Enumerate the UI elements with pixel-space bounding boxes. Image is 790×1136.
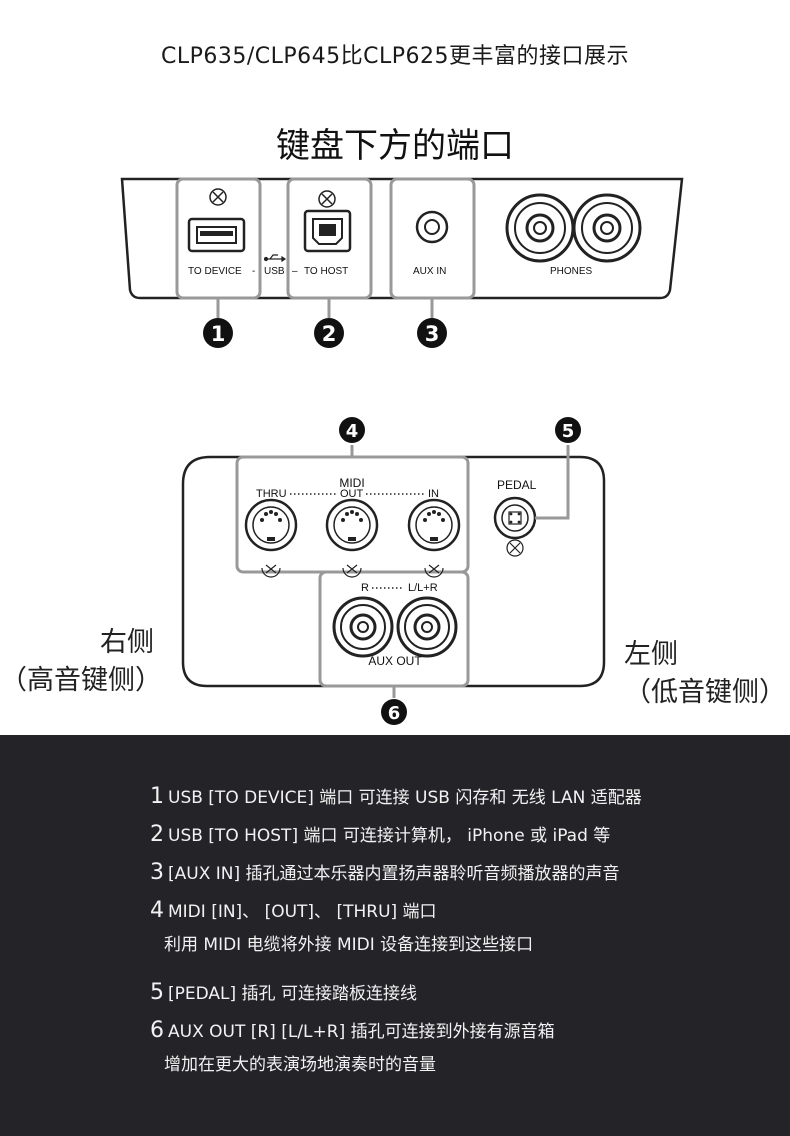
marker-5: 5 [555, 417, 581, 443]
description-item: 3 [AUX IN] 插孔通过本乐器内置扬声器聆听音频播放器的声音 [150, 860, 620, 885]
usb-label: USB [264, 266, 285, 277]
pedal-label: PEDAL [497, 478, 537, 492]
top-panel-title: 键盘下方的端口 [276, 126, 514, 166]
right-side-label: 右侧 [100, 627, 154, 658]
aux-out-r-jack-icon [332, 596, 394, 658]
description-panel [0, 735, 790, 1136]
screw-icon [209, 188, 227, 206]
marker-6: 6 [381, 699, 407, 725]
right-side-sub-label: （高音键侧） [0, 665, 162, 696]
thru-label: THRU [256, 488, 287, 500]
usb-symbol-icon [263, 254, 287, 263]
screw-icon [424, 564, 444, 578]
screw-icon [318, 190, 336, 208]
description-detail: 增加在更大的表演场地演奏时的音量 [164, 1055, 436, 1075]
svg-text:3: 3 [425, 322, 440, 346]
aux-out-label: AUX OUT [368, 654, 422, 668]
aux-out-l-jack-icon [396, 596, 458, 658]
midi-thru-socket-icon [244, 498, 298, 552]
in-label: IN [428, 488, 439, 500]
to-device-label: TO DEVICE [188, 266, 242, 277]
svg-text:1: 1 [211, 322, 226, 346]
marker-1: 1 [203, 318, 233, 348]
left-side-sub-label: （低音键侧） [624, 677, 786, 708]
description-item: 6 AUX OUT [R] [L/L+R] 插孔可连接到外接有源音箱 [150, 1018, 555, 1043]
midi-out-socket-icon [325, 498, 379, 552]
svg-text:2: 2 [322, 322, 337, 346]
aux-in-jack-icon [415, 210, 449, 244]
bottom-panel-outline [181, 455, 606, 688]
r-label: R [361, 582, 369, 594]
screw-icon [261, 564, 281, 578]
usb-a-port-icon [187, 217, 246, 253]
midi-label: MIDI [339, 476, 364, 490]
midi-in-socket-icon [407, 498, 461, 552]
description-item: 5 [PEDAL] 插孔 可连接踏板连接线 [150, 980, 417, 1005]
out-label: OUT [340, 488, 364, 500]
marker-4: 4 [339, 417, 365, 443]
svg-text:–: – [292, 266, 298, 277]
page-title: CLP635/CLP645比CLP625更丰富的接口展示 [160, 44, 630, 69]
connector-diagram: TO DEVICE - USB – TO HOST AUX IN PHONES … [120, 177, 684, 725]
phones-jack-icon [505, 193, 575, 263]
left-side-label: 左侧 [624, 639, 678, 670]
description-item: 1 USB [TO DEVICE] 端口 可连接 USB 闪存和 无线 LAN … [150, 784, 642, 809]
description-detail: 利用 MIDI 电缆将外接 MIDI 设备连接到这些接口 [164, 935, 534, 955]
svg-text:5: 5 [562, 421, 575, 442]
aux-in-label: AUX IN [413, 266, 446, 277]
description-list: 1 USB [TO DEVICE] 端口 可连接 USB 闪存和 无线 LAN … [150, 783, 642, 1099]
svg-text:4: 4 [346, 421, 359, 442]
marker-3: 3 [417, 318, 447, 348]
description-item: 4 MIDI [IN]、 [OUT]、 [THRU] 端口 [150, 898, 437, 923]
phones-jack-icon [572, 193, 642, 263]
marker-2: 2 [314, 318, 344, 348]
to-host-label: TO HOST [304, 266, 348, 277]
pedal-socket-icon [493, 496, 537, 540]
svg-text:6: 6 [388, 703, 401, 724]
svg-text:-: - [252, 266, 255, 277]
llr-label: L/L+R [408, 582, 438, 594]
screw-icon [506, 539, 524, 557]
top-panel-outline [120, 177, 684, 300]
screw-icon [342, 564, 362, 578]
phones-label: PHONES [550, 266, 593, 277]
usb-b-port-icon [303, 209, 352, 253]
description-item: 2 USB [TO HOST] 端口 可连接计算机， iPhone 或 iPad… [150, 822, 611, 847]
